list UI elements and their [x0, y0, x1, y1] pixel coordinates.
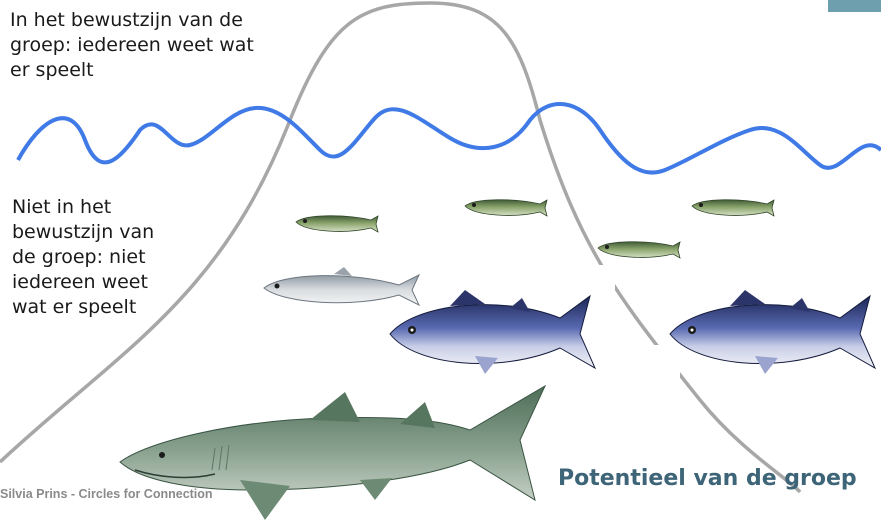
bell-curve	[0, 1, 802, 494]
awareness-wave-line	[16, 102, 881, 175]
tuna-fish	[389, 290, 597, 374]
group-potential-caption: Potentieel van de groep	[558, 466, 857, 491]
sardine-fish	[691, 199, 775, 217]
unconscious-awareness-label: Niet in het bewustzijn van de groep: nie…	[12, 196, 155, 318]
sardine-fish	[464, 199, 548, 217]
sardine-fish	[295, 215, 379, 233]
shark-fish	[119, 384, 547, 520]
conscious-awareness-label: In het bewustzijn van de groep: iedereen…	[10, 9, 254, 81]
tuna-fish	[669, 290, 877, 374]
sardine-fish	[597, 241, 681, 259]
corner-accent-bar	[828, 0, 881, 12]
footer-credit: Silvia Prins - Circles for Connection	[0, 487, 213, 501]
herring-fish	[263, 267, 421, 307]
